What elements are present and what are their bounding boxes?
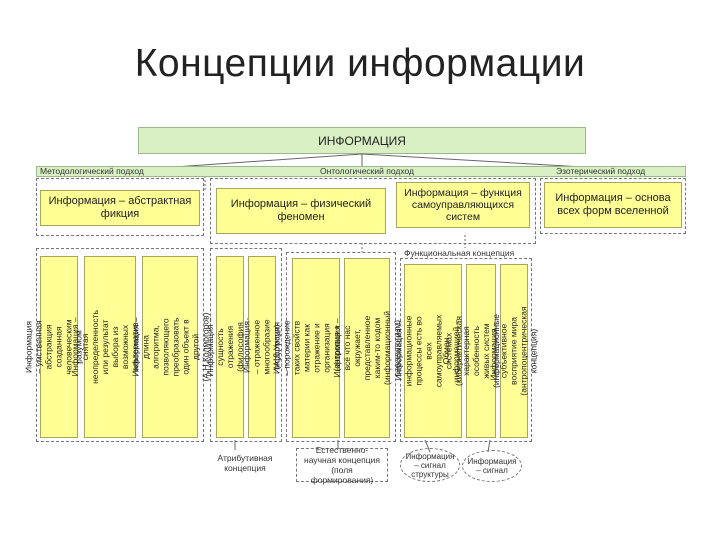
concept-physical: Информация – физический феномен xyxy=(216,188,386,234)
approach-esoteric: Эзотерический подход xyxy=(556,166,646,176)
natural-concept-box: Естественно-научная концепция (поля форм… xyxy=(296,445,388,485)
oval-signal: Информация – сигнал xyxy=(462,450,522,482)
concept-group-left xyxy=(36,178,204,236)
approach-bar xyxy=(36,166,686,177)
approach-ontological: Онтологический подход xyxy=(320,166,415,176)
attributive-concept-label: Атрибутивная концепция xyxy=(217,453,273,473)
root-box: ИНФОРМАЦИЯ xyxy=(138,127,586,154)
group-natural xyxy=(286,252,396,442)
concept-group-middle xyxy=(210,178,536,244)
vbox-winer: Информация – умственная абстракция созда… xyxy=(24,256,94,438)
group-functional xyxy=(400,258,532,442)
concept-universe: Информация – основа всех форм вселенной xyxy=(544,182,682,228)
concept-physical-label: Информация – физический феномен xyxy=(230,198,372,223)
vbox-ursul: Информация – отраженное многообразие (А.… xyxy=(242,256,282,438)
vbox-kolmogorov: Информация – длина алгоритма, позволяюще… xyxy=(130,256,210,438)
concept-group-right xyxy=(540,178,686,234)
page-title: Концепции информации xyxy=(134,42,586,85)
group-methodological xyxy=(36,248,204,442)
oval-signal-structure: Информация – сигнал структуры xyxy=(400,448,460,482)
vbox-entropy: Информация – порождение таких свойств ма… xyxy=(271,258,361,438)
functional-concept-label: Функциональная концепция xyxy=(404,248,515,258)
vbox-shannon: Информация – снятая неопределенность или… xyxy=(70,256,150,438)
concept-abstract: Информация – абстрактная фикция xyxy=(40,190,200,226)
concept-universe-label: Информация – основа всех форм вселенной xyxy=(555,192,671,217)
concept-abstract-label: Информация – абстрактная фикция xyxy=(48,195,192,220)
group-attributive xyxy=(210,248,282,442)
root-label: ИНФОРМАЦИЯ xyxy=(318,133,406,148)
vbox-cybernetic: Информация – информационные процессы ест… xyxy=(393,264,473,438)
approach-methodological: Методологический подход xyxy=(40,166,144,176)
vbox-biosystems: Обмен информацией – характерная особенно… xyxy=(441,264,521,438)
vbox-anthropocentric: Информация – субъективное восприятие мир… xyxy=(489,264,539,438)
concept-function-label: Информация – функция самоуправляющихся с… xyxy=(404,187,522,223)
vbox-reflection: Информация – сущность отражения (философ… xyxy=(205,256,255,438)
concept-function: Информация – функция самоуправляющихся с… xyxy=(396,182,530,228)
vbox-code: Информация – всё что нас окружает, предс… xyxy=(332,258,402,438)
